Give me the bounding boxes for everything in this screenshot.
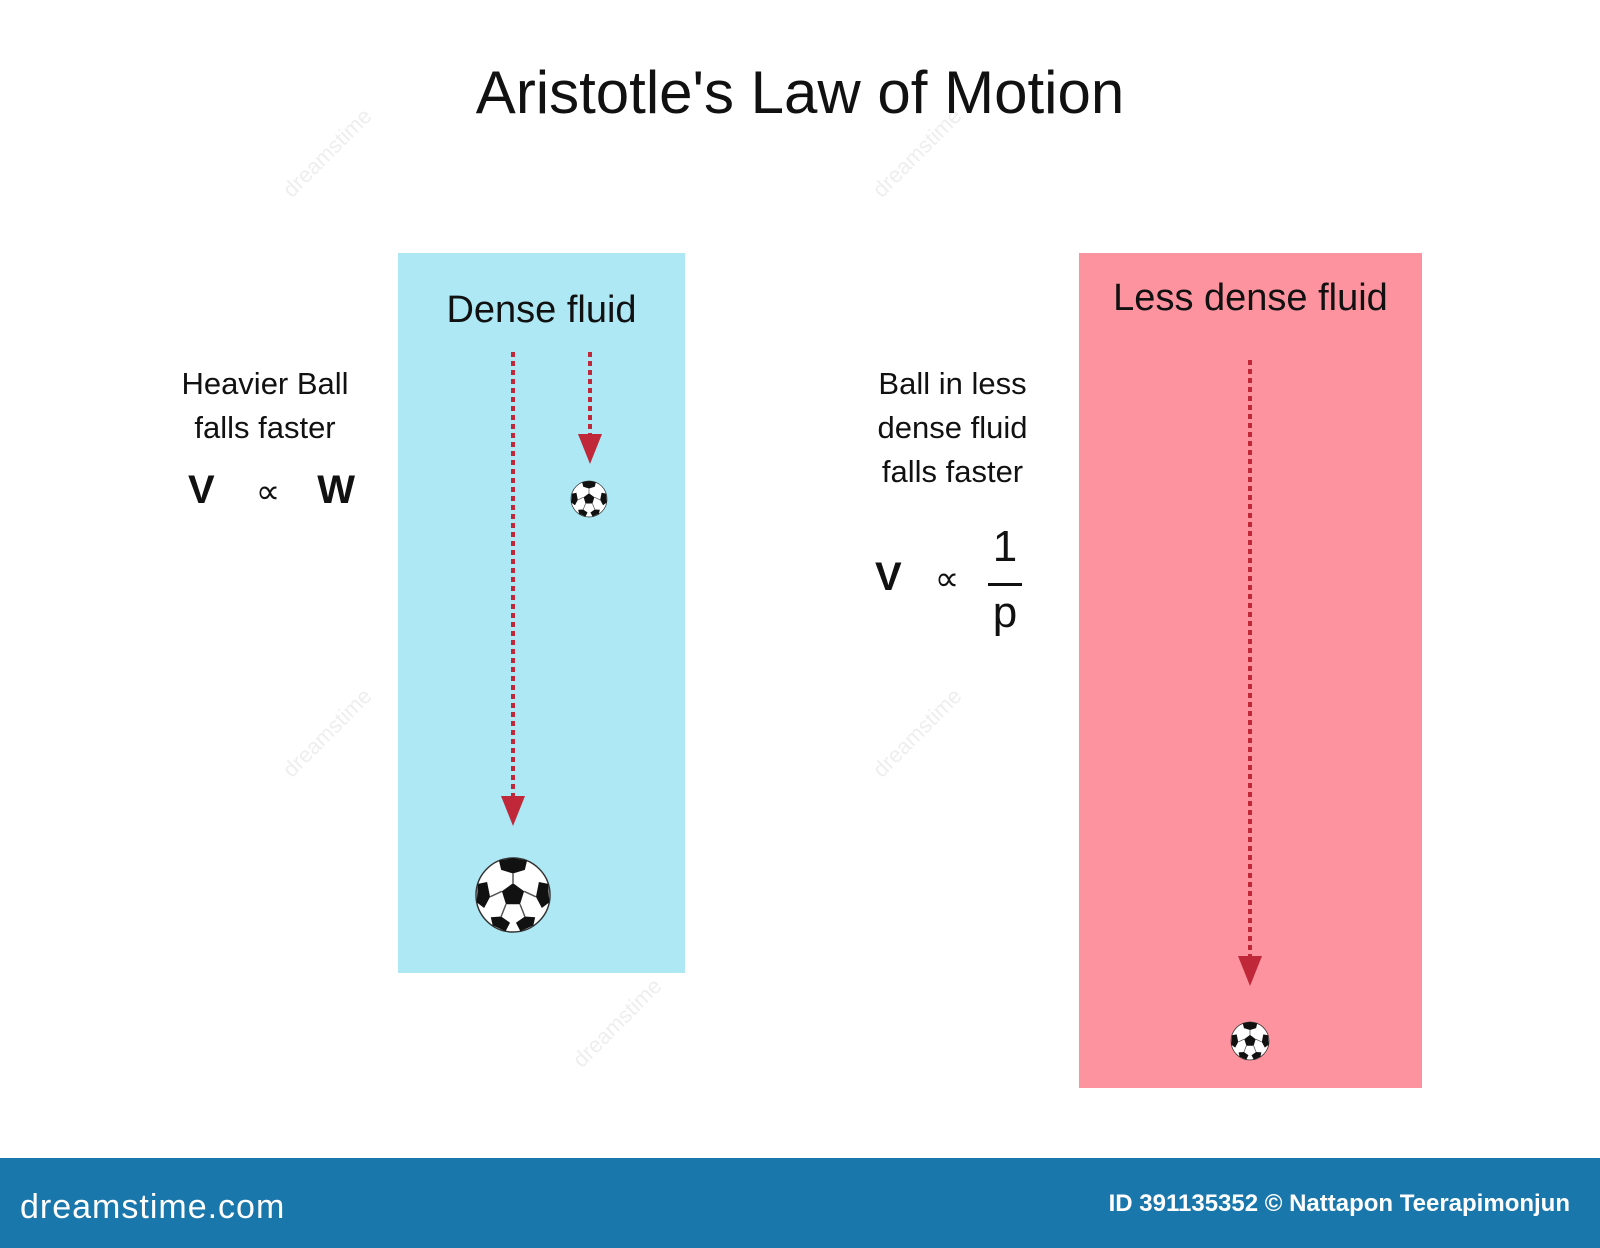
page-title: Aristotle's Law of Motion — [475, 59, 1125, 126]
proportional-symbol: ∝ — [934, 560, 960, 598]
formula-velocity: V — [875, 555, 902, 599]
heavier-ball-note-line: falls faster — [194, 410, 336, 445]
less-dense-note-line: Ball in less — [878, 366, 1027, 401]
long-arrow-head — [501, 796, 525, 826]
fraction-bar — [988, 583, 1022, 586]
less-dense-fluid-label: Less dense fluid — [1113, 277, 1388, 319]
dense-fluid-panel: Dense fluid — [398, 253, 685, 973]
heavy-ball-icon — [476, 858, 550, 932]
fraction-denominator: p — [992, 588, 1018, 637]
less-dense-fluid-panel: Less dense fluid — [1079, 253, 1422, 1088]
proportional-symbol: ∝ — [255, 473, 281, 511]
short-arrow-head — [578, 434, 602, 464]
less-dense-arrow-head — [1238, 956, 1262, 986]
velocity-weight-formula: V ∝ W — [188, 468, 355, 513]
formula-velocity: V — [188, 468, 215, 512]
less-dense-note: Ball in less dense fluid falls faster — [840, 362, 1065, 494]
small-ball-icon — [571, 481, 607, 517]
dense-fluid-label: Dense fluid — [446, 289, 637, 331]
footer-credit: ID 391135352 © Nattapon Teerapimonjun — [1108, 1190, 1570, 1217]
heavier-ball-note-line: Heavier Ball — [181, 366, 349, 401]
fraction-numerator: 1 — [992, 522, 1018, 571]
heavier-ball-note: Heavier Ball falls faster — [155, 362, 375, 450]
less-dense-note-line: dense fluid — [877, 410, 1028, 445]
formula-weight: W — [317, 468, 355, 512]
footer-brand: dreamstime.com — [20, 1188, 286, 1226]
velocity-density-formula: V ∝ — [875, 555, 959, 600]
less-dense-ball-icon — [1231, 1022, 1269, 1060]
footer-bar: dreamstime.com ID 391135352 © Nattapon T… — [0, 1158, 1600, 1248]
less-dense-note-line: falls faster — [881, 454, 1024, 489]
